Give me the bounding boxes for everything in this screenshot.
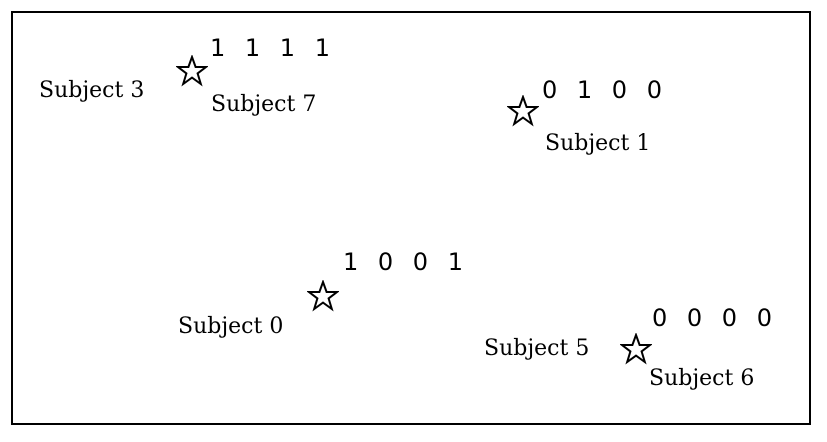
point-code: 1 0 0 1 (343, 248, 469, 276)
subject-label: Subject 6 (649, 366, 755, 391)
subject-label: Subject 1 (545, 131, 651, 156)
subject-label: Subject 0 (178, 314, 284, 339)
star-icon (176, 55, 208, 87)
subject-label: Subject 7 (211, 92, 317, 117)
point-code: 0 0 0 0 (652, 304, 778, 332)
star-icon (307, 280, 339, 312)
star-icon (620, 333, 652, 365)
point-code: 1 1 1 1 (210, 34, 336, 62)
subject-label: Subject 3 (39, 78, 145, 103)
subject-label: Subject 5 (484, 336, 590, 361)
star-icon (507, 95, 539, 127)
diagram-frame (11, 11, 811, 425)
point-code: 0 1 0 0 (542, 76, 668, 104)
